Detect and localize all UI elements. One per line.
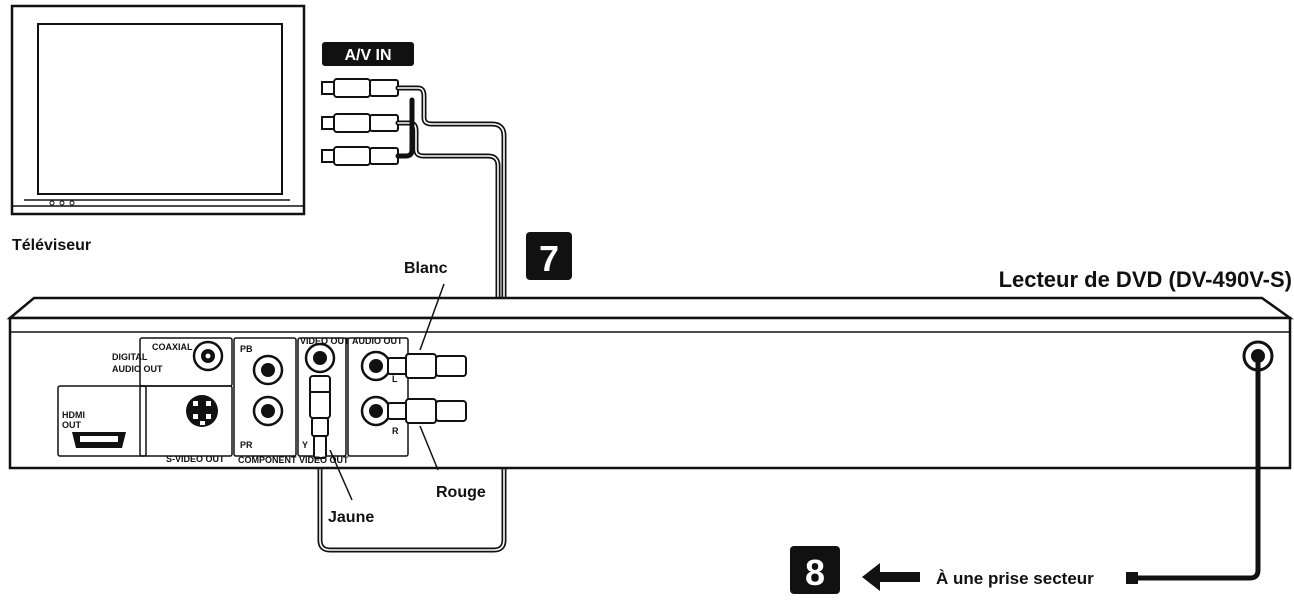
pb-label: PB bbox=[240, 344, 253, 354]
tv-av-jacks bbox=[321, 78, 371, 166]
step-7-number: 7 bbox=[539, 238, 559, 279]
pr-label: PR bbox=[240, 440, 253, 450]
video-out-label: VIDEO OUT bbox=[300, 336, 350, 346]
panel-labels: DIGITAL AUDIO OUT COAXIAL HDMI OUT S-VID… bbox=[62, 336, 403, 465]
audio-plugs bbox=[387, 353, 467, 424]
audio-out-jacks bbox=[360, 350, 392, 427]
tv-label: Téléviseur bbox=[12, 237, 91, 254]
hdmi-label: HDMI bbox=[62, 410, 85, 420]
hdmi-jack bbox=[72, 432, 126, 448]
step-8-number: 8 bbox=[805, 552, 825, 593]
step-8-badge bbox=[790, 546, 840, 594]
yellow-video-plug bbox=[309, 375, 331, 459]
av-in-label: A/V IN bbox=[344, 47, 391, 64]
s-video-jack bbox=[186, 395, 218, 427]
s-video-label: S-VIDEO OUT bbox=[166, 454, 225, 464]
component-jacks bbox=[252, 354, 284, 427]
television bbox=[10, 4, 306, 216]
component-label: COMPONENT VIDEO OUT bbox=[238, 455, 349, 465]
step-7-badge bbox=[526, 232, 572, 280]
audio-l-label: L bbox=[392, 374, 398, 384]
player-label: Lecteur de DVD (DV-490V-S) bbox=[999, 267, 1292, 292]
power-cord bbox=[1132, 358, 1261, 581]
dvd-player bbox=[6, 296, 1294, 470]
out-label-hdmi: OUT bbox=[62, 420, 82, 430]
yellow-cable-label: Jaune bbox=[328, 509, 374, 526]
coaxial-label: COAXIAL bbox=[152, 342, 193, 352]
audio-out-label: AUDIO OUT bbox=[352, 336, 403, 346]
coaxial-jack bbox=[192, 340, 224, 372]
audio-out-label-digital: AUDIO OUT bbox=[112, 364, 163, 374]
video-out-jack bbox=[304, 342, 336, 374]
power-outlet-label: À une prise secteur bbox=[936, 569, 1094, 588]
arrow-left-icon bbox=[862, 563, 920, 591]
digital-label: DIGITAL bbox=[112, 352, 148, 362]
red-cable-label: Rouge bbox=[436, 484, 486, 501]
white-cable-label: Blanc bbox=[404, 260, 448, 277]
audio-r-label: R bbox=[392, 426, 399, 436]
power-inlet bbox=[1242, 340, 1274, 372]
av-in-badge bbox=[322, 42, 414, 66]
y-label: Y bbox=[302, 440, 308, 450]
